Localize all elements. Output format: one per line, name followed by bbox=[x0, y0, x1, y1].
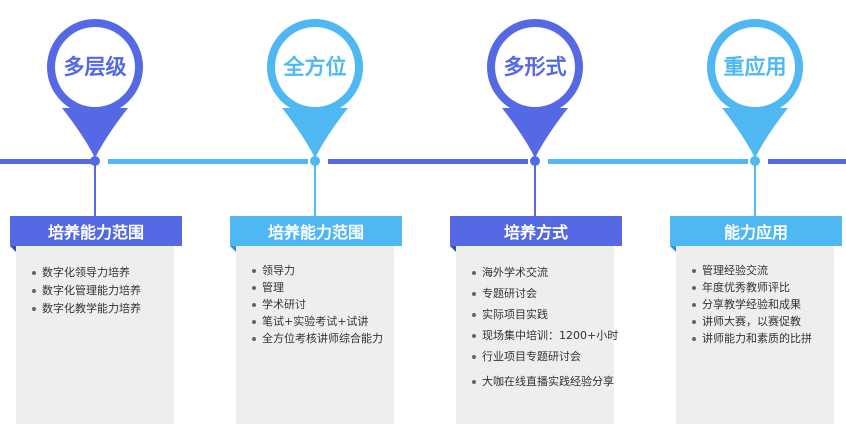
card-body-4: 管理经验交流 年度优秀教师评比 分享教学经验和成果 讲师大赛，以赛促教 讲师能力… bbox=[676, 246, 834, 424]
card-header-3: 培养方式 bbox=[450, 216, 622, 246]
card-list-2: 领导力 管理 学术研讨 笔试+实验考试+试讲 全方位考核讲师综合能力 bbox=[252, 262, 383, 347]
list-item: 分享教学经验和成果 bbox=[692, 296, 822, 313]
pin-3 bbox=[487, 19, 583, 166]
list-item: 年度优秀教师评比 bbox=[692, 279, 822, 296]
header-fold-2 bbox=[230, 246, 236, 252]
card-list-1: 数字化领导力培养 数字化管理能力培养 数字化教学能力培养 bbox=[32, 264, 162, 318]
connector-4 bbox=[754, 162, 756, 218]
card-2: 培养能力范围 领导力 管理 学术研讨 笔试+实验考试+试讲 全方位考核讲师综合能… bbox=[230, 216, 402, 424]
connector-3 bbox=[534, 162, 536, 218]
list-item: 管理经验交流 bbox=[692, 262, 822, 279]
card-header-2: 培养能力范围 bbox=[230, 216, 402, 246]
card-title-3: 培养方式 bbox=[503, 223, 568, 242]
card-1: 培养能力范围 数字化领导力培养 数字化管理能力培养 数字化教学能力培养 bbox=[10, 216, 182, 424]
card-header-4: 能力应用 bbox=[670, 216, 842, 246]
list-item: 数字化领导力培养 bbox=[32, 264, 162, 282]
header-fold-3 bbox=[450, 246, 456, 252]
card-title-4: 能力应用 bbox=[723, 223, 788, 242]
list-item: 笔试+实验考试+试讲 bbox=[252, 313, 382, 330]
card-title-2: 培养能力范围 bbox=[267, 223, 364, 242]
header-fold-4 bbox=[670, 246, 676, 252]
list-item: 全方位考核讲师综合能力 bbox=[252, 330, 383, 347]
card-body-2: 领导力 管理 学术研讨 笔试+实验考试+试讲 全方位考核讲师综合能力 bbox=[236, 246, 394, 424]
card-list-4: 管理经验交流 年度优秀教师评比 分享教学经验和成果 讲师大赛，以赛促教 讲师能力… bbox=[692, 262, 822, 347]
connector-1 bbox=[94, 162, 96, 218]
timeline-segment-2 bbox=[108, 159, 308, 164]
card-body-1: 数字化领导力培养 数字化管理能力培养 数字化教学能力培养 bbox=[16, 246, 174, 424]
list-item: 海外学术交流 bbox=[472, 262, 602, 283]
list-item: 学术研讨 bbox=[252, 296, 382, 313]
pin-1 bbox=[47, 19, 143, 166]
card-4: 能力应用 管理经验交流 年度优秀教师评比 分享教学经验和成果 讲师大赛，以赛促教… bbox=[670, 216, 842, 424]
timeline-segment-1 bbox=[0, 159, 92, 164]
timeline-segment-3 bbox=[328, 159, 528, 164]
list-item: 行业项目专题研讨会 bbox=[472, 346, 602, 367]
list-item: 大咖在线直播实践经验分享 bbox=[472, 371, 614, 392]
list-item: 数字化管理能力培养 bbox=[32, 282, 162, 300]
header-fold-1 bbox=[10, 246, 16, 252]
card-3: 培养方式 海外学术交流 专题研讨会 实际项目实践 现场集中培训：1200+小时 … bbox=[450, 216, 622, 424]
pin-label-2: 全方位 bbox=[283, 55, 347, 79]
card-body-3: 海外学术交流 专题研讨会 实际项目实践 现场集中培训：1200+小时 行业项目专… bbox=[456, 246, 618, 424]
list-item: 现场集中培训：1200+小时 bbox=[472, 325, 618, 346]
pin-2 bbox=[267, 19, 363, 166]
list-item: 领导力 bbox=[252, 262, 382, 279]
list-item: 讲师能力和素质的比拼 bbox=[692, 330, 822, 347]
pin-4 bbox=[707, 19, 803, 166]
timeline-segment-4 bbox=[548, 159, 748, 164]
connector-2 bbox=[314, 162, 316, 218]
pin-label-1: 多层级 bbox=[63, 55, 127, 79]
pin-label-3: 多形式 bbox=[503, 55, 567, 79]
pin-label-4: 重应用 bbox=[723, 55, 787, 79]
list-item: 管理 bbox=[252, 279, 382, 296]
card-header-1: 培养能力范围 bbox=[10, 216, 182, 246]
card-title-1: 培养能力范围 bbox=[47, 223, 144, 242]
list-item: 讲师大赛，以赛促教 bbox=[692, 313, 822, 330]
list-item: 数字化教学能力培养 bbox=[32, 300, 162, 318]
timeline-segment-5 bbox=[768, 159, 846, 164]
card-list-3: 海外学术交流 专题研讨会 实际项目实践 现场集中培训：1200+小时 行业项目专… bbox=[472, 262, 618, 392]
list-item: 实际项目实践 bbox=[472, 304, 602, 325]
list-item: 专题研讨会 bbox=[472, 283, 602, 304]
